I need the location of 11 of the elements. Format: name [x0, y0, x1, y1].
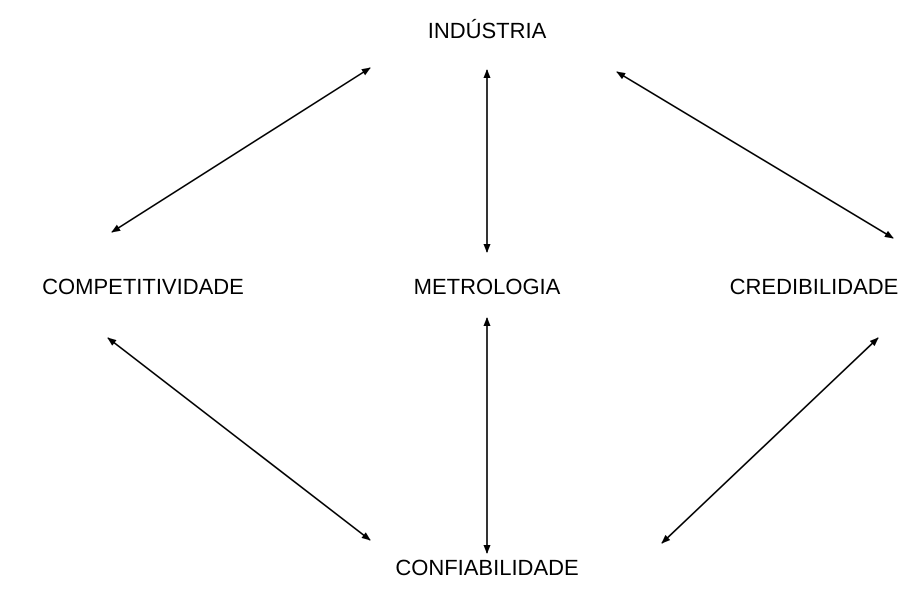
- double-arrow: [111, 67, 371, 233]
- concept-label: COMPETITIVIDADE: [42, 275, 244, 300]
- double-arrow: [483, 69, 491, 253]
- concept-label: METROLOGIA: [414, 275, 560, 300]
- double-arrow: [616, 71, 894, 239]
- concept-label: CONFIABILIDADE: [395, 556, 579, 580]
- concept-label: CREDIBILIDADE: [730, 275, 898, 300]
- double-arrow: [661, 337, 879, 544]
- double-arrow: [483, 317, 491, 554]
- concept-label: INDÚSTRIA: [428, 19, 546, 44]
- double-arrow: [107, 337, 371, 541]
